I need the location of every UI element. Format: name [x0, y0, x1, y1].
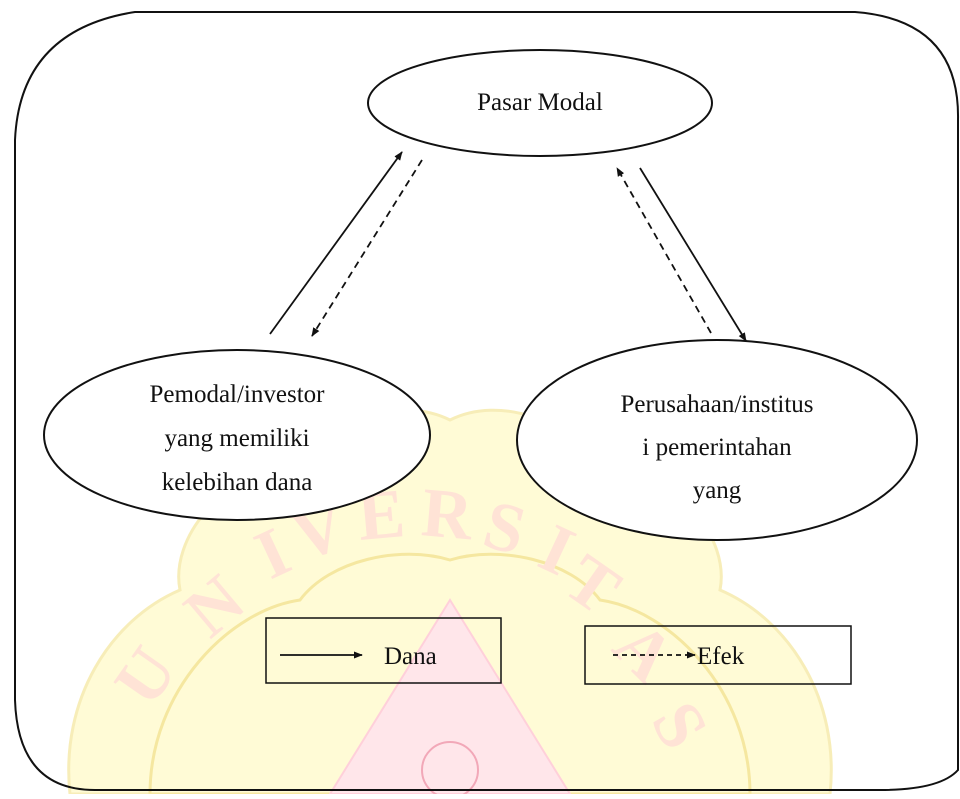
node-company: Perusahaan/institus i pemerintahan yang	[516, 339, 918, 541]
node-pasar-modal: Pasar Modal	[367, 49, 713, 157]
arrow-dana-investor-to-market	[269, 151, 403, 335]
node-company-label-line1: Perusahaan/institus	[620, 391, 813, 418]
seal-inner-ring	[148, 552, 752, 796]
legend-efek-label: Efek	[697, 643, 745, 670]
arrow-efek-company-to-market	[616, 167, 712, 334]
node-pasar-modal-shape	[367, 49, 713, 157]
node-investor: Pemodal/investor yang memiliki kelebihan…	[43, 349, 431, 521]
node-investor-label-line3: kelebihan dana	[162, 469, 313, 496]
arrow-dana-market-to-company	[639, 167, 747, 342]
node-pasar-modal-label: Pasar Modal	[477, 89, 603, 116]
node-investor-shape	[43, 349, 431, 521]
node-company-label-line2: i pemerintahan	[642, 434, 792, 461]
arrow-efek-market-to-investor	[311, 159, 423, 337]
watermark-letter-r: R	[419, 474, 478, 555]
legend-dana: Dana	[265, 617, 502, 684]
node-company-label-line3: yang	[693, 477, 742, 504]
legend-dana-box	[265, 617, 502, 684]
diagram-frame	[14, 11, 960, 791]
node-company-shape	[516, 339, 918, 541]
legend-efek-box	[584, 625, 852, 685]
legend-dana-label: Dana	[384, 643, 437, 670]
legend-efek: Efek	[584, 625, 852, 685]
node-investor-label-line2: yang memiliki	[164, 425, 309, 452]
node-investor-label-line1: Pemodal/investor	[150, 381, 326, 408]
